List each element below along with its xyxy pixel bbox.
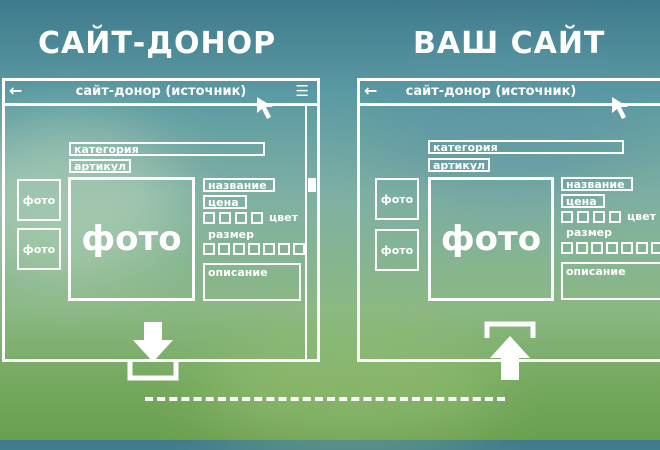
color-swatch[interactable] bbox=[561, 211, 573, 223]
transfer-dashed-line bbox=[145, 397, 505, 401]
size-option[interactable] bbox=[233, 243, 245, 255]
color-swatch[interactable] bbox=[251, 212, 263, 224]
browser-titlebar: ← сайт-донор (источник) bbox=[360, 81, 660, 106]
background-blur bbox=[200, 330, 500, 450]
size-label: размер bbox=[566, 226, 613, 239]
name-field: название bbox=[561, 177, 633, 191]
category-field: категория bbox=[69, 142, 265, 156]
category-field: категория bbox=[428, 140, 624, 154]
menu-icon[interactable]: ☰ bbox=[295, 82, 309, 100]
back-arrow-icon[interactable]: ← bbox=[9, 81, 23, 100]
color-label: цвет bbox=[627, 210, 656, 223]
address-text: сайт-донор (источник) bbox=[405, 84, 577, 99]
download-icon bbox=[127, 322, 179, 381]
address-text: сайт-донор (источник) bbox=[75, 84, 247, 99]
size-option[interactable] bbox=[278, 243, 290, 255]
background-blur bbox=[0, 120, 180, 280]
thumbnail-photo: фото bbox=[17, 179, 61, 221]
thumbnail-photo: фото bbox=[375, 229, 419, 271]
size-label: размер bbox=[208, 228, 255, 241]
size-option[interactable] bbox=[203, 243, 215, 255]
color-swatch[interactable] bbox=[577, 211, 589, 223]
price-field: цена bbox=[561, 194, 605, 208]
cursor-arrow-icon bbox=[612, 97, 628, 119]
upload-icon bbox=[484, 321, 536, 380]
donor-site-heading: САЙТ-ДОНОР bbox=[38, 26, 277, 61]
back-arrow-icon[interactable]: ← bbox=[364, 81, 378, 100]
size-option[interactable] bbox=[606, 242, 618, 254]
description-field: описание bbox=[203, 263, 301, 301]
donor-site-window: ← сайт-донор (источник) ☰ категория арти… bbox=[2, 78, 320, 362]
size-option[interactable] bbox=[248, 243, 260, 255]
color-swatch[interactable] bbox=[609, 211, 621, 223]
color-swatch[interactable] bbox=[203, 212, 215, 224]
thumbnail-photo: фото bbox=[17, 228, 61, 270]
scrollbar[interactable] bbox=[305, 103, 316, 359]
size-option[interactable] bbox=[636, 242, 648, 254]
price-field: цена bbox=[203, 195, 247, 209]
thumbnail-photo: фото bbox=[375, 178, 419, 220]
background-blur bbox=[380, 40, 640, 200]
size-option[interactable] bbox=[591, 242, 603, 254]
size-option[interactable] bbox=[263, 243, 275, 255]
size-option[interactable] bbox=[621, 242, 633, 254]
name-field: название bbox=[203, 178, 275, 192]
size-option[interactable] bbox=[561, 242, 573, 254]
main-photo: фото bbox=[68, 177, 195, 301]
article-field: артикул bbox=[428, 158, 490, 172]
scrollbar-thumb[interactable] bbox=[308, 178, 316, 192]
color-label: цвет bbox=[269, 211, 298, 224]
color-swatch[interactable] bbox=[219, 212, 231, 224]
description-field: описание bbox=[561, 262, 660, 300]
your-site-heading: ВАШ САЙТ bbox=[413, 26, 606, 61]
size-option[interactable] bbox=[293, 243, 305, 255]
article-field: артикул bbox=[69, 159, 131, 173]
browser-titlebar: ← сайт-донор (источник) ☰ bbox=[5, 81, 317, 106]
color-swatch[interactable] bbox=[593, 211, 605, 223]
color-swatch[interactable] bbox=[235, 212, 247, 224]
cursor-arrow-icon bbox=[257, 97, 273, 119]
main-photo: фото bbox=[428, 177, 554, 301]
size-option[interactable] bbox=[651, 242, 660, 254]
size-option[interactable] bbox=[218, 243, 230, 255]
size-option[interactable] bbox=[576, 242, 588, 254]
